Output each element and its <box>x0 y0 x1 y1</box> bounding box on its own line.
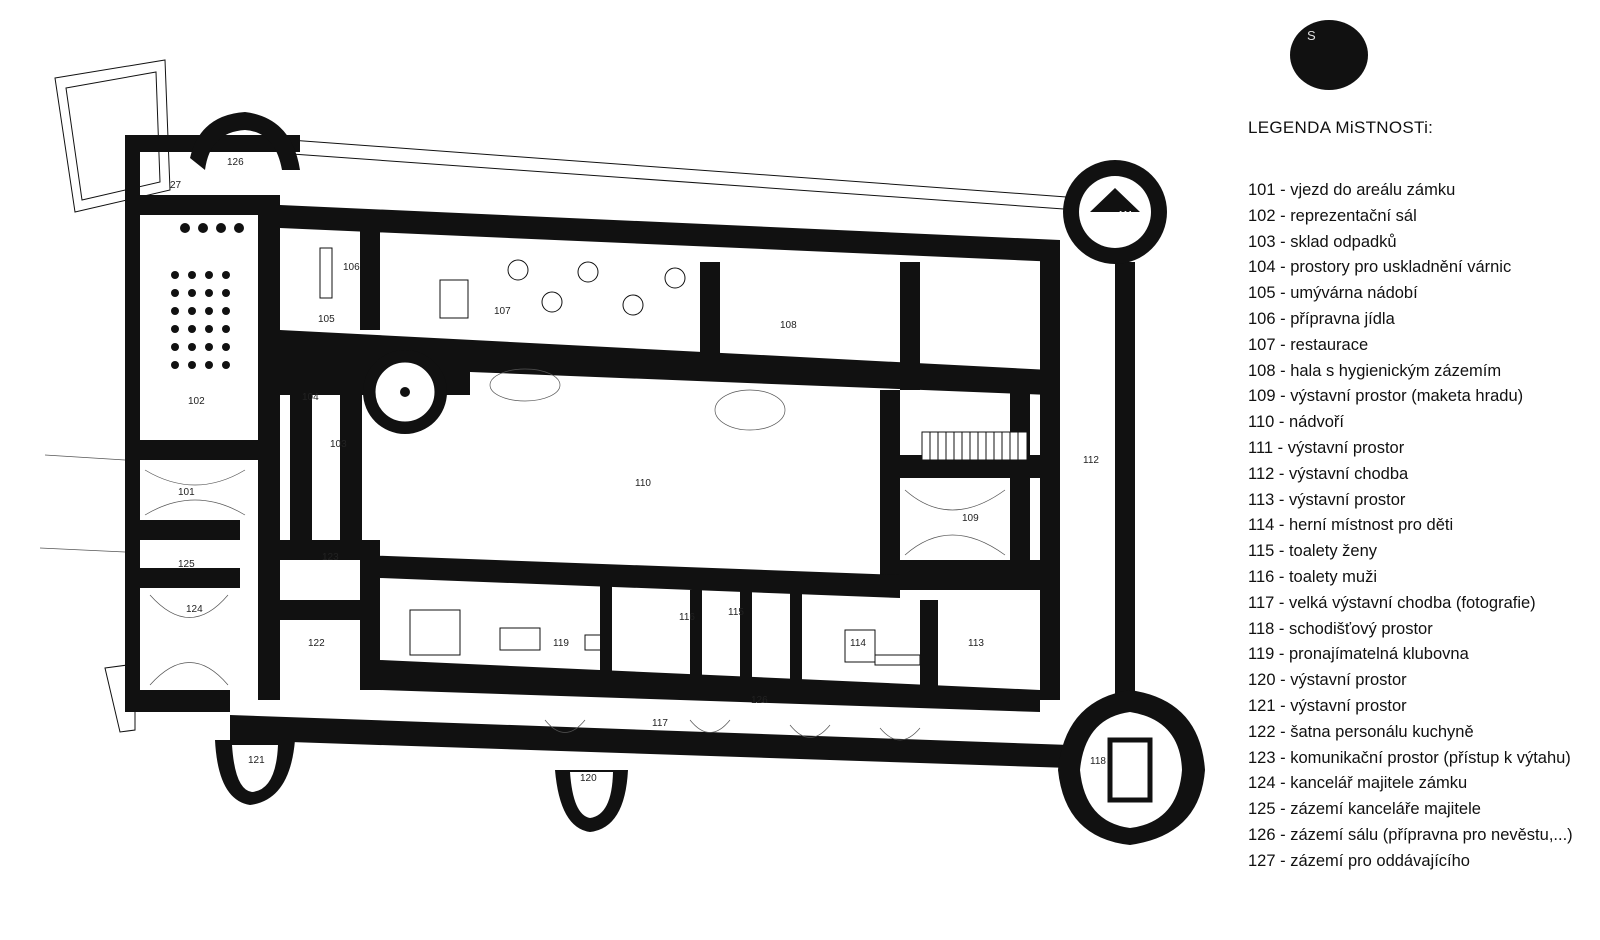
legend-item: 114 - herní místnost pro děti <box>1248 516 1454 535</box>
room-label-122: 122 <box>308 638 325 649</box>
room-label-104: 104 <box>302 392 319 403</box>
legend-item: 108 - hala s hygienickým zázemím <box>1248 361 1502 380</box>
legend-item: 103 - sklad odpadků <box>1248 232 1397 251</box>
room-label-123: 123 <box>322 552 339 563</box>
sketch-marks <box>39 368 786 553</box>
room-label-118: 118 <box>1090 756 1106 767</box>
legend-list: 101 - vjezd do areálu zámku 102 - reprez… <box>1248 178 1593 875</box>
hall-seating <box>171 223 244 369</box>
room-label-103: 103 <box>330 439 347 450</box>
room-label-106: 106 <box>343 262 360 273</box>
legend-title: LEGENDA MiSTNOSTi: <box>1248 118 1434 137</box>
upper-ramp <box>289 139 1081 211</box>
room-label-102: 102 <box>188 396 205 407</box>
legend-item: 125 - zázemí kanceláře majitele <box>1248 800 1481 819</box>
room-label-119: 119 <box>553 638 569 649</box>
legend-item: 119 - pronajímatelná klubovna <box>1248 645 1469 664</box>
legend-item: 104 - prostory pro uskladnění várnic <box>1248 258 1512 277</box>
room-label-114: 114 <box>850 638 866 649</box>
legend-item: 117 - velká výstavní chodba (fotografie) <box>1248 593 1536 612</box>
room-label-110: 110 <box>635 478 651 489</box>
exterior-terrace <box>54 59 171 213</box>
legend-item: 124 - kancelář majitele zámku <box>1248 774 1468 793</box>
club-furniture <box>409 609 921 666</box>
room-label-105: 105 <box>318 314 335 325</box>
legend-item: 126 - zázemí sálu (přípravna pro nevěstu… <box>1248 825 1573 844</box>
vault-arcs <box>144 469 1006 741</box>
legend-item: 121 - výstavní prostor <box>1248 696 1407 715</box>
floor-plan: 101 102 103 104 105 106 107 108 109 110 … <box>39 59 1205 845</box>
room-label-107: 107 <box>494 306 511 317</box>
legend-item: 110 - nádvoří <box>1248 413 1345 432</box>
room-label-121: 121 <box>248 755 265 766</box>
legend-item: 118 - schodišťový prostor <box>1248 619 1433 638</box>
legend-item: 127 - zázemí pro oddávajícího <box>1248 851 1470 870</box>
spiral-staircase <box>363 350 447 434</box>
legend-item: 109 - výstavní prostor (maketa hradu) <box>1248 387 1524 406</box>
legend-item: 105 - umývárna nádobí <box>1248 284 1418 303</box>
room-label-113: 113 <box>968 638 984 649</box>
legend-item: 122 - šatna personálu kuchyně <box>1248 722 1474 741</box>
compass-disc <box>1290 20 1368 90</box>
legend-item: 115 - toalety ženy <box>1248 542 1378 561</box>
room-label-115: 115 <box>728 607 744 618</box>
room-label-127: 27 <box>170 180 182 191</box>
legend-item: 107 - restaurace <box>1248 335 1369 354</box>
legend-item: 111 - výstavní prostor <box>1248 438 1405 457</box>
room-label-111: 111 <box>1118 210 1134 221</box>
room-label-112: 112 <box>1083 455 1099 466</box>
legend-item: 106 - přípravna jídla <box>1248 309 1395 328</box>
room-legend: LEGENDA MiSTNOSTi: 101 - vjezd do areálu… <box>1248 118 1593 875</box>
east-staircase <box>921 431 1028 461</box>
room-label-124: 124 <box>186 604 203 615</box>
compass-letter: S <box>1307 28 1316 43</box>
room-label-126: 126 <box>227 157 244 168</box>
legend-item: 120 - výstavní prostor <box>1248 671 1407 690</box>
outer-walls <box>125 135 1135 768</box>
legend-item: 112 - výstavní chodba <box>1248 464 1409 483</box>
room-label-120: 120 <box>580 773 597 784</box>
room-label-108: 108 <box>780 320 797 331</box>
towers <box>190 112 1205 845</box>
room-label-125: 125 <box>178 559 195 570</box>
legend-item: 101 - vjezd do areálu zámku <box>1248 181 1456 199</box>
room-label-101: 101 <box>178 487 195 498</box>
room-label-109: 109 <box>962 513 979 524</box>
room-label-116: 116 <box>679 612 695 623</box>
legend-item: 113 - výstavní prostor <box>1248 490 1406 509</box>
north-compass: S <box>1290 20 1370 90</box>
legend-item: 102 - reprezentační sál <box>1248 206 1417 225</box>
legend-item: 116 - toalety muži <box>1248 567 1378 586</box>
room-labels: 101 102 103 104 105 106 107 108 109 110 … <box>170 157 1134 784</box>
restaurant-tables <box>319 247 686 319</box>
legend-item: 123 - komunikační prostor (přístup k výt… <box>1248 748 1571 767</box>
room-label-117: 117 <box>652 718 668 729</box>
room-label-126-b: 126 <box>751 695 768 706</box>
